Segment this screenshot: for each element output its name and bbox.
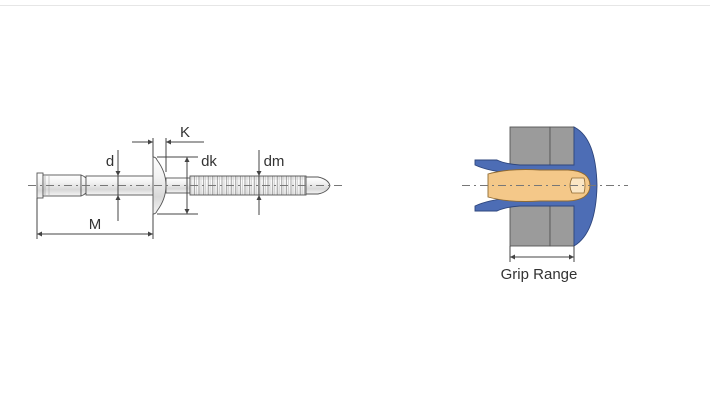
label-dm: dm	[264, 153, 285, 170]
plate-top-left	[509, 126, 551, 166]
rivet-sleeve	[474, 126, 598, 247]
rivet-side-view: K d dk dm	[28, 124, 344, 239]
dim-k: K	[132, 124, 204, 172]
dim-dk: dk	[157, 153, 217, 215]
dim-m: M	[36, 198, 154, 239]
dim-d: d	[106, 150, 121, 221]
plate-bottom-right	[549, 205, 575, 247]
label-k: K	[180, 124, 190, 141]
rivet-section-view: Grip Range	[462, 126, 628, 283]
dim-dm: dm	[256, 150, 285, 215]
label-dk: dk	[201, 153, 217, 170]
label-grip-range: Grip Range	[501, 266, 578, 283]
dim-grip-range: Grip Range	[501, 246, 578, 283]
top-divider	[0, 0, 710, 6]
plate-bottom-left	[509, 205, 551, 247]
label-m: M	[89, 216, 102, 233]
plate-top-right	[549, 126, 575, 166]
label-d: d	[106, 153, 114, 170]
